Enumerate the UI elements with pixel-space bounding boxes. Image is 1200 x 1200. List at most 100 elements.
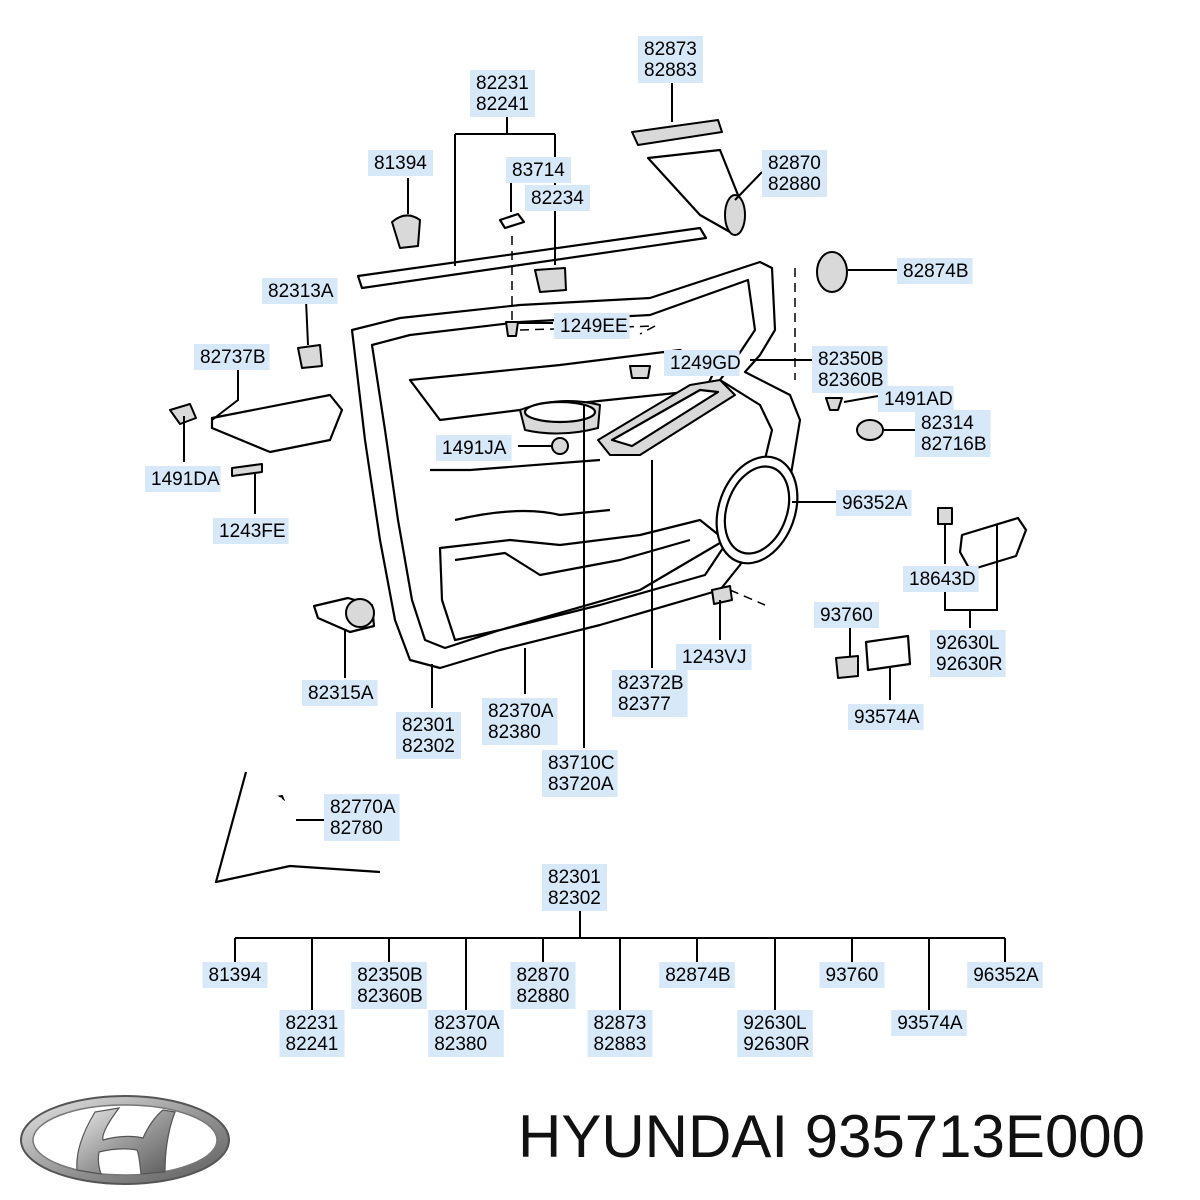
callout-text: 82350B [357, 965, 423, 986]
callout-1249ee: 1249EE [554, 313, 630, 339]
callout-1249gd: 1249GD [664, 350, 741, 376]
weatherstrip-drawing [356, 226, 708, 290]
callout-text: 82873 [644, 39, 697, 60]
callout-text: 82737B [200, 347, 266, 368]
callout-96352a: 96352A [836, 490, 912, 516]
callout-text: 82716B [921, 434, 987, 455]
callout-text: 92630L [936, 633, 999, 654]
callout-text: 93760 [820, 605, 873, 626]
callout-text: 93574A [897, 1013, 963, 1034]
callout-text: 82372B [618, 673, 684, 694]
tree-node-96352a: 96352A [967, 962, 1043, 988]
part-number: 935713E000 [804, 1103, 1146, 1170]
callout-text: 1243FE [219, 521, 286, 542]
callout-text: 82370A [434, 1013, 500, 1034]
callout-text: 83714 [512, 160, 565, 181]
callout-1491da: 1491DA [145, 466, 221, 492]
tree-node-82874b: 82874B [659, 962, 735, 988]
callout-text: 81394 [374, 153, 427, 174]
hyundai-logo [20, 1095, 230, 1185]
callout-text: 82380 [434, 1034, 487, 1055]
callout-text: 82780 [330, 818, 383, 839]
callout-text: 1491JA [442, 438, 507, 459]
callout-1243vj: 1243VJ [676, 644, 752, 670]
callout-text: 82870 [517, 965, 570, 986]
callout-81394: 81394 [368, 150, 433, 176]
callout-text: 82315A [308, 683, 374, 704]
callout-text: 82241 [286, 1034, 339, 1055]
callout-text: 93760 [826, 965, 879, 986]
callout-text: 92630R [936, 654, 1003, 675]
callout-text: 82241 [476, 94, 529, 115]
small-parts-drawing [169, 119, 1028, 884]
callout-text: 82350B [818, 349, 884, 370]
callout-text: 1249GD [670, 353, 741, 374]
callout-text: 82313A [268, 281, 334, 302]
callout-82315a: 82315A [302, 680, 378, 706]
callout-text: 82302 [402, 736, 455, 757]
callout-93760: 93760 [814, 602, 879, 628]
callout-93574a: 93574A [848, 704, 924, 730]
callout-text: 96352A [973, 965, 1039, 986]
callout-82737b: 82737B [194, 344, 270, 370]
callout-text: 83710C [548, 753, 615, 774]
assembly-tree-labels: 823018230281394822318224182350B82360B823… [202, 864, 1043, 1057]
callout-82234: 82234 [525, 185, 590, 211]
callout-text: 82314 [921, 413, 974, 434]
callout-text: 93574A [854, 707, 920, 728]
tree-node-81394: 81394 [202, 962, 268, 988]
callout-text: 82770A [330, 797, 396, 818]
callout-1491ja: 1491JA [436, 435, 512, 461]
leader-lines [183, 82, 1006, 1012]
callout-text: 82880 [768, 174, 821, 195]
callout-text: 82883 [594, 1034, 647, 1055]
callout-text: 82234 [531, 188, 584, 209]
callout-text: 82360B [357, 986, 423, 1007]
brand-part-number: HYUNDAI 935713E000 [518, 1102, 1145, 1172]
callout-text: 82302 [548, 888, 601, 909]
callout-text: 82301 [548, 867, 601, 888]
callout-18643d: 18643D [903, 566, 979, 592]
callout-text: 92630R [743, 1034, 810, 1055]
callout-text: 82360B [818, 370, 884, 391]
tree-node-93574a: 93574A [891, 1010, 967, 1036]
callout-text: 18643D [909, 569, 976, 590]
callout-text: 82301 [402, 715, 455, 736]
callout-text: 92630L [743, 1013, 806, 1034]
callout-text: 82880 [517, 986, 570, 1007]
callout-text: 82874B [665, 965, 731, 986]
callout-text: 1491AD [884, 389, 953, 410]
callout-text: 82370A [488, 701, 554, 722]
callout-text: 82873 [594, 1013, 647, 1034]
callout-text: 82870 [768, 153, 821, 174]
callout-text: 96352A [842, 493, 908, 514]
callout-1491ad: 1491AD [878, 386, 954, 412]
callout-text: 82377 [618, 694, 671, 715]
tree-node-93760: 93760 [819, 962, 885, 988]
callout-1243fe: 1243FE [213, 518, 289, 544]
callout-text: 81394 [209, 965, 262, 986]
callout-text: 1243VJ [682, 647, 746, 668]
callout-text: 82883 [644, 60, 697, 81]
callout-text: 82231 [286, 1013, 339, 1034]
callout-text: 82231 [476, 73, 529, 94]
callout-82313a: 82313A [262, 278, 338, 304]
